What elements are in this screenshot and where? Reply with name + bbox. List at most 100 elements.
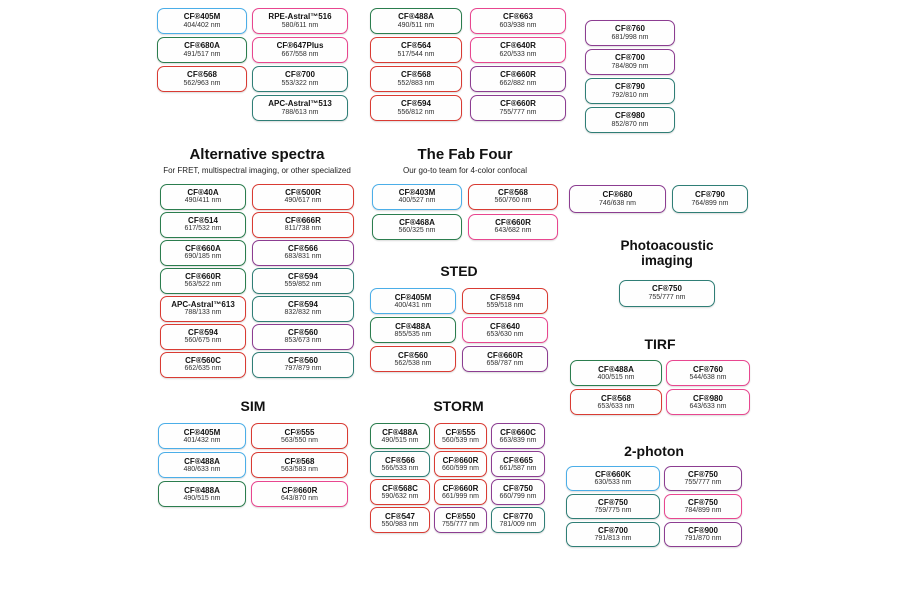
dye-wavelengths: 553/322 nm — [281, 79, 319, 87]
dye-name: CF®660R — [442, 483, 479, 493]
dye-wavelengths: 566/533 nm — [381, 464, 419, 472]
dye-wavelengths: 401/432 nm — [183, 436, 221, 444]
dye-name: CF®660R — [442, 455, 479, 465]
dye-name: CF®568 — [498, 187, 528, 197]
dye-wavelengths: 661/999 nm — [442, 492, 479, 500]
dye-wavelengths: 663/839 nm — [499, 436, 537, 444]
dye-name: CF®700 — [615, 53, 645, 63]
dye-name: CF®566 — [385, 455, 415, 465]
dye-name: CF®660R — [495, 217, 531, 227]
dye-wavelengths: 643/682 nm — [494, 227, 532, 235]
dye-wavelengths: 792/810 nm — [611, 91, 649, 99]
dye-wavelengths: 788/613 nm — [281, 108, 319, 116]
dye-name: CF®594 — [288, 271, 318, 281]
dye-name: CF®750 — [652, 284, 682, 294]
dye-wavelengths: 662/882 nm — [499, 79, 537, 87]
dye-wavelengths: 490/411 nm — [184, 197, 222, 205]
dye-wavelengths: 660/799 nm — [499, 492, 537, 500]
dye-name: CF®660K — [595, 470, 631, 480]
dye-wavelengths: 490/617 nm — [284, 197, 322, 205]
dye-wavelengths: 550/983 nm — [381, 520, 419, 528]
dye-wavelengths: 517/544 nm — [397, 50, 435, 58]
dye-name: CF®564 — [401, 41, 431, 51]
dye-wavelengths: 784/809 nm — [611, 62, 649, 70]
dye-wavelengths: 490/511 nm — [397, 21, 435, 29]
section-title-sted: STED — [440, 263, 478, 279]
dye-name: CF®750 — [688, 498, 718, 508]
dye-wavelengths: 643/870 nm — [281, 494, 318, 502]
dye-name: CF®500R — [285, 187, 321, 197]
dye-name: CF®568 — [601, 393, 631, 403]
dye-wavelengths: 784/899 nm — [684, 507, 722, 515]
dye-wavelengths: 788/133 nm — [184, 309, 222, 317]
dye-name: CF®790 — [695, 190, 725, 200]
dye-name: CF®488A — [184, 456, 220, 466]
dye-name: CF®660A — [185, 243, 221, 253]
dye-name: CF®547 — [385, 511, 415, 521]
dye-wavelengths: 562/963 nm — [183, 79, 221, 87]
section-subtitle-alternative-spectra: For FRET, multispectral imaging, or othe… — [163, 165, 351, 175]
dye-name: CF®750 — [503, 483, 533, 493]
dye-name: CF®560 — [288, 327, 318, 337]
dye-name: CF®488A — [395, 321, 431, 331]
dye-wavelengths: 690/185 nm — [184, 253, 222, 261]
dye-name: CF®700 — [598, 526, 628, 536]
dye-name: CF®700 — [285, 70, 315, 80]
dye-wavelengths: 781/009 nm — [499, 520, 537, 528]
dye-wavelengths: 400/515 nm — [597, 373, 635, 381]
dye-name: CF®760 — [693, 364, 723, 374]
dye-wavelengths: 480/633 nm — [183, 465, 221, 473]
dye-wavelengths: 759/775 nm — [594, 507, 632, 515]
dye-wavelengths: 653/630 nm — [486, 330, 524, 338]
dye-name: CF®594 — [490, 292, 520, 302]
section-subtitle-fab-four: Our go-to team for 4-color confocal — [402, 165, 528, 175]
dye-name: CF®660R — [185, 271, 221, 281]
dye-wavelengths: 797/879 nm — [284, 365, 322, 373]
dye-name: CF®666R — [285, 215, 321, 225]
dye-name: RPE-Astral™516 — [268, 12, 332, 22]
dye-wavelengths: 852/870 nm — [611, 120, 649, 128]
dye-name: CF®770 — [503, 511, 533, 521]
dye-wavelengths: 490/515 nm — [381, 436, 419, 444]
dye-name: CF®488A — [398, 12, 434, 22]
dye-wavelengths: 755/777 nm — [648, 293, 686, 301]
